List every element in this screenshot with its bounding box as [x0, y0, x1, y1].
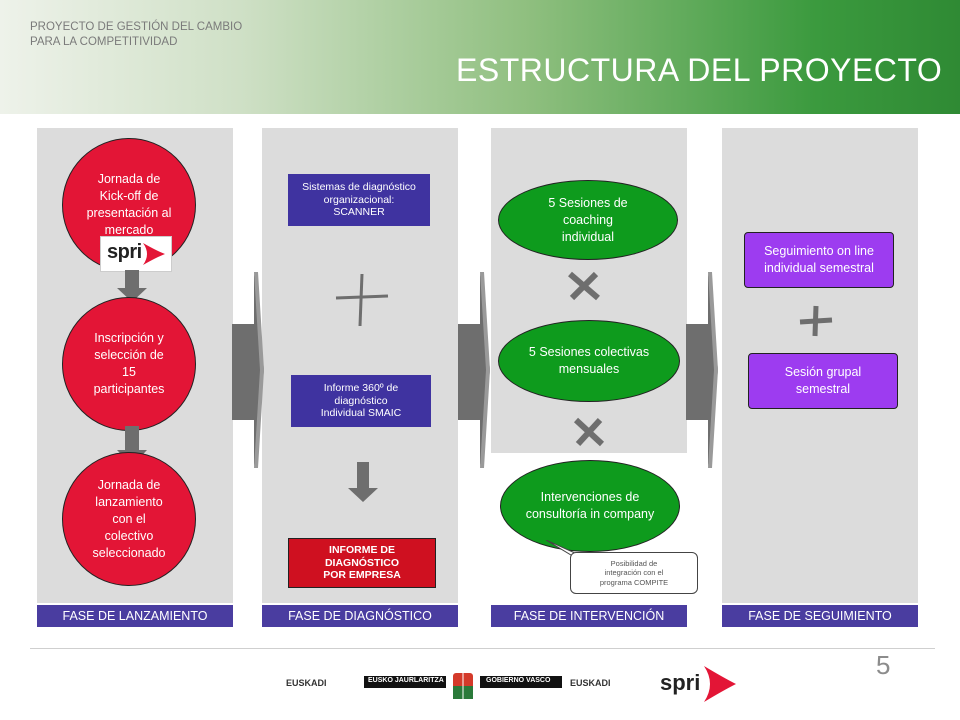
logo-text: EUSKO JAURLARITZA — [368, 677, 444, 684]
box-text-line: organizacional: — [323, 193, 395, 206]
project-subtitle: PROYECTO DE GESTIÓN DEL CAMBIO PARA LA C… — [30, 20, 242, 50]
node-text-line: seleccionado — [92, 545, 166, 560]
callout-text-line: programa COMPITE — [599, 577, 669, 587]
spri-footer-logo: spri — [660, 670, 701, 695]
compite-callout: Posibilidad de integración con el progra… — [570, 552, 698, 594]
header-banner: PROYECTO DE GESTIÓN DEL CAMBIO PARA LA C… — [0, 0, 960, 114]
node-text-line: Inscripción y — [94, 331, 164, 345]
node-text-line: presentación al — [86, 206, 172, 220]
box-text-line: semestral — [795, 382, 851, 396]
gobierno-vasco-bar: GOBIERNO VASCO — [480, 676, 562, 688]
box-text-line: Sesión grupal — [784, 365, 862, 379]
node-text-line: 15 — [122, 365, 136, 379]
callout-text-line: Posibilidad de — [610, 558, 658, 568]
report-360-box: Informe 360º de diagnóstico Individual S… — [291, 375, 431, 427]
node-text-line: colectivo — [104, 528, 154, 543]
node-text-line: 5 Sesiones de — [548, 195, 628, 210]
arrow-down-icon — [117, 270, 147, 302]
cross-icon — [573, 417, 605, 447]
plus-icon — [335, 273, 389, 327]
page-number: 5 — [876, 650, 891, 680]
collective-node: 5 Sesiones colectivas mensuales — [498, 320, 680, 402]
euskadi-logo: EUSKADI — [570, 678, 611, 688]
node-text-line: lanzamiento — [95, 494, 163, 509]
phase-label-diagnosis: FASE DE DIAGNÓSTICO — [262, 605, 458, 627]
box-text-line: INFORME DE — [329, 544, 395, 557]
cross-icon — [568, 271, 600, 301]
spri-arrow-icon — [704, 666, 736, 702]
phase-label-intervention: FASE DE INTERVENCIÓN — [491, 605, 687, 627]
node-text-line: participantes — [93, 382, 165, 396]
box-text-line: DIAGNÓSTICO — [324, 556, 400, 569]
subtitle-line: PROYECTO DE GESTIÓN DEL CAMBIO — [30, 21, 243, 33]
company-report-box: INFORME DE DIAGNÓSTICO POR EMPRESA — [288, 538, 436, 588]
scanner-box: Sistemas de diagnóstico organizacional: … — [288, 174, 430, 226]
node-text-line: Jornada de — [97, 477, 161, 492]
node-text-line: Kick-off de — [99, 189, 159, 203]
box-text-line: Seguimiento on line — [764, 244, 874, 258]
node-text-line: selección de — [94, 348, 164, 362]
chevron-arrow-icon — [686, 272, 718, 468]
launch-day-node: Jornada de lanzamiento con el colectivo … — [62, 452, 196, 586]
spri-logo: spri — [100, 236, 172, 272]
page-title: ESTRUCTURA DEL PROYECTO — [456, 52, 943, 88]
chevron-arrow-icon — [232, 272, 264, 468]
box-text-line: SCANNER — [333, 206, 385, 219]
box-text-line: Individual SMAIC — [320, 407, 402, 420]
coat-of-arms-icon — [453, 673, 473, 699]
inscription-node: Inscripción y selección de 15 participan… — [62, 297, 196, 431]
node-text-line: individual — [561, 229, 615, 244]
group-session-box: Sesión grupal semestral — [748, 353, 898, 409]
box-text-line: individual semestral — [764, 261, 874, 275]
spri-arrow-icon — [143, 243, 165, 265]
callout-text-line: integración con el — [604, 568, 664, 578]
box-text-line: POR EMPRESA — [323, 569, 401, 582]
euskadi-logo: EUSKADI — [286, 678, 327, 688]
box-text-line: diagnóstico — [334, 394, 388, 407]
phase-label-followup: FASE DE SEGUIMIENTO — [722, 605, 918, 627]
online-followup-box: Seguimiento on line individual semestral — [744, 232, 894, 288]
box-text-line: Sistemas de diagnóstico — [302, 181, 416, 194]
eusko-jaurlaritza-bar: EUSKO JAURLARITZA — [364, 676, 446, 688]
subtitle-line: PARA LA COMPETITIVIDAD — [30, 36, 178, 48]
footer-divider — [30, 648, 935, 649]
logo-text: GOBIERNO VASCO — [486, 677, 551, 684]
node-text-line: 5 Sesiones colectivas — [528, 345, 650, 359]
arrow-down-icon — [348, 462, 378, 502]
node-text-line: mensuales — [558, 362, 620, 376]
node-text-line: con el — [112, 511, 146, 526]
plus-icon — [799, 305, 833, 337]
coaching-node: 5 Sesiones de coaching individual — [498, 180, 678, 260]
node-text-line: Intervenciones de — [540, 490, 640, 504]
consulting-node: Intervenciones de consultoría in company — [500, 460, 680, 552]
spri-logo-text: spri — [107, 241, 142, 263]
node-text-line: consultoría in company — [525, 507, 655, 521]
node-text-line: Jornada de — [97, 172, 161, 186]
box-text-line: Informe 360º de — [323, 382, 399, 395]
phase-label-launch: FASE DE LANZAMIENTO — [37, 605, 233, 627]
node-text-line: mercado — [104, 223, 154, 237]
node-text-line: coaching — [562, 212, 614, 227]
chevron-arrow-icon — [458, 272, 490, 468]
